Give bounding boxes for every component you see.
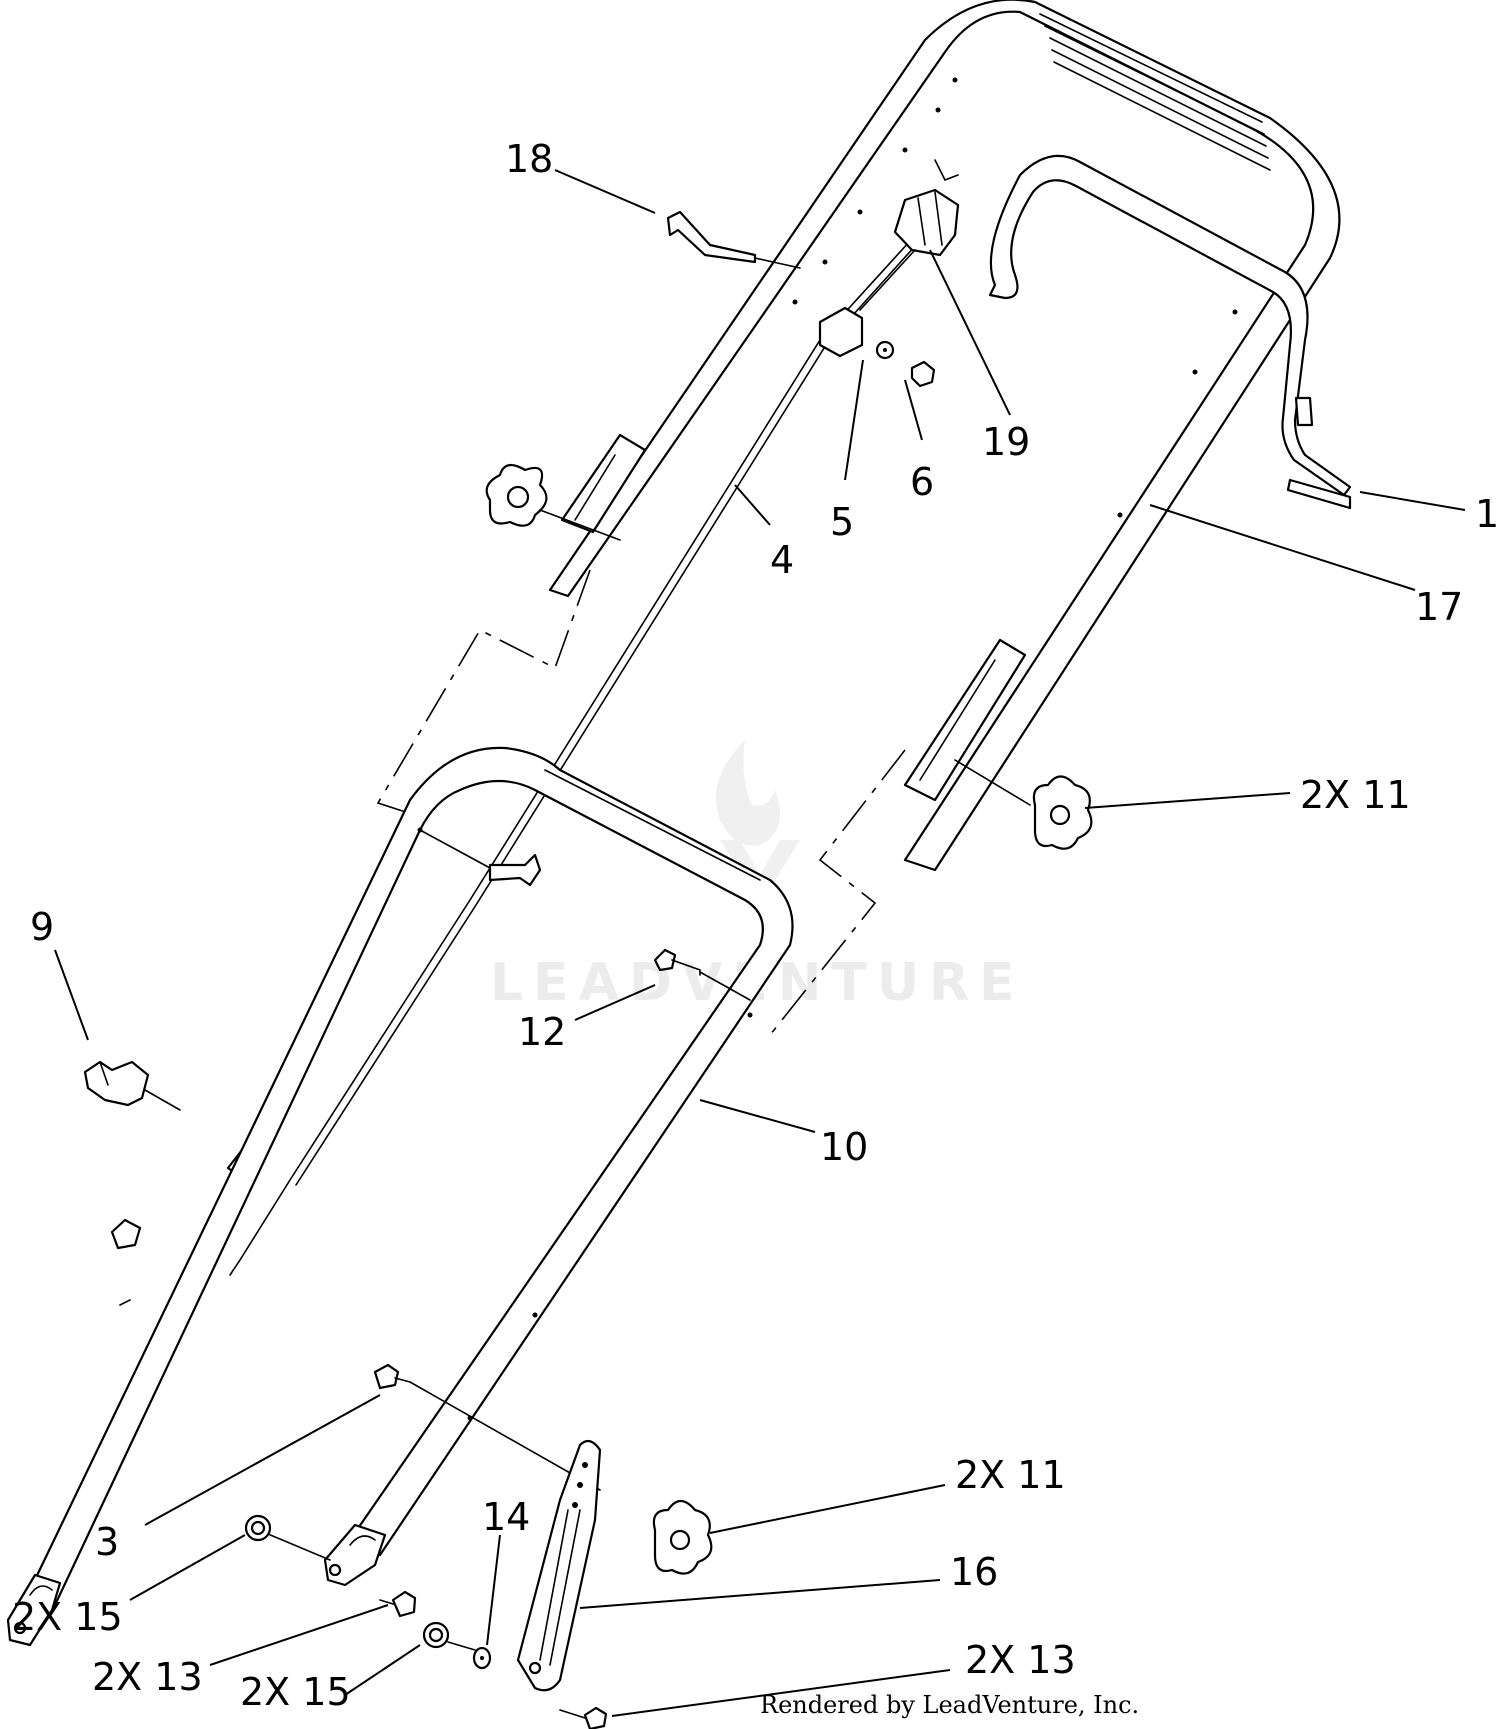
knob-upper-left [485,463,621,541]
callout-6: 6 [910,460,934,504]
knob-lower [652,1499,713,1575]
callout-9: 9 [30,905,54,949]
washer-14 [472,1646,492,1670]
watermark-v-icon [720,840,800,905]
callout-labels: 18 19 5 6 4 1 17 2X 11 9 12 10 3 2X 11 1… [12,137,1499,1714]
callout-1: 1 [1475,492,1499,536]
callout-2x11-upper: 2X 11 [1300,773,1411,817]
bolt-13-lower [559,1706,608,1729]
callout-3: 3 [95,1520,119,1564]
lower-handle [6,746,794,1647]
callout-10: 10 [820,1125,868,1169]
callout-4: 4 [770,538,794,582]
callout-14: 14 [482,1495,530,1539]
connector-9 [83,1060,181,1111]
callout-12: 12 [518,1010,566,1054]
callout-2x15-upper: 2X 15 [12,1595,123,1639]
nut-6 [910,360,936,388]
carriage-bolt [419,829,542,887]
spacer-15-lower [422,1621,476,1651]
callout-2x11-lower: 2X 11 [955,1453,1066,1497]
callout-17: 17 [1415,585,1463,629]
callout-18: 18 [505,137,553,181]
hitch-pin-18 [666,210,801,269]
leader-lines [54,169,1466,1717]
knob-upper-right [954,759,1093,850]
callout-19: 19 [982,420,1030,464]
zone-control-bail [988,154,1352,510]
watermark-flame-icon [715,740,780,846]
alignment-line-left [376,569,591,817]
render-credit: Rendered by LeadVenture, Inc. [760,1691,1139,1719]
callout-2x13-upper: 2X 13 [92,1655,203,1699]
adjust-bracket-16 [516,1439,602,1692]
callout-2x15-lower: 2X 15 [240,1670,351,1714]
switch-bracket [818,188,960,358]
bolt-12 [653,948,751,1001]
bolt-3 [373,1363,601,1491]
alignment-line-right [769,749,906,1036]
spacer-15-upper [244,1514,331,1561]
bolt-13-upper [379,1590,417,1618]
callout-16: 16 [950,1550,998,1594]
callout-2x13-lower: 2X 13 [965,1638,1076,1682]
upper-handle [548,0,1341,872]
callout-5: 5 [830,500,854,544]
